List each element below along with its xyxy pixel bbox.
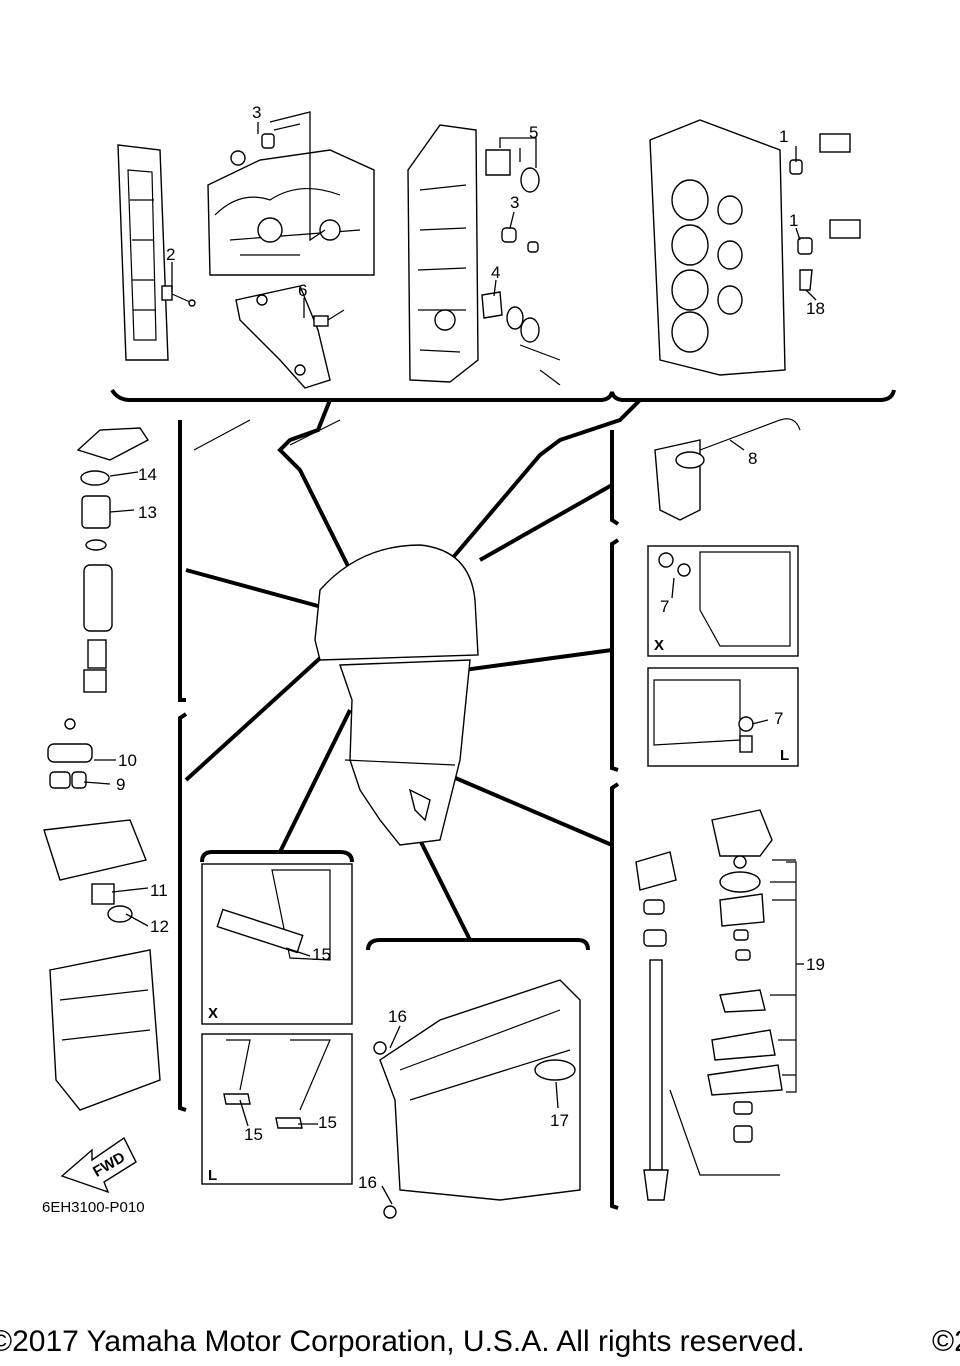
callout-9: 9 [116,775,125,794]
forward-arrow-icon [60,1136,137,1194]
copyright-text: ©2017 Yamaha Motor Corporation, U.S.A. A… [0,1325,805,1358]
lower-unit [373,979,581,1219]
exhaust-gasket [117,144,196,361]
callout-leaders [83,111,817,1205]
callout-5: 5 [529,123,538,142]
vapor-separator [43,718,161,1111]
callout-10: 10 [118,751,137,770]
inset-tag-l-right: L [780,747,789,764]
callout-14: 14 [138,465,157,484]
water-pump [707,809,797,1143]
callout-16-upper: 16 [388,1007,407,1026]
inset-tag-x-right: X [654,637,664,654]
callout-13: 13 [138,503,157,522]
callout-4: 4 [491,263,500,282]
callout-1-lower: 1 [789,211,798,230]
callout-16-lower: 16 [358,1173,377,1192]
inset-x-left [201,863,353,1025]
side-brackets [178,420,620,1210]
callout-2: 2 [166,245,175,264]
callout-15-l-right: 15 [318,1113,337,1132]
cylinder-head [649,119,861,376]
callout-11: 11 [150,881,168,900]
callout-15-x: 15 [312,945,331,964]
oil-filter-stack [76,427,150,693]
inset-x-right [647,545,799,657]
callout-6: 6 [298,281,307,300]
callout-1-upper: 1 [779,127,788,146]
water-pump-shaft [635,851,780,1201]
callout-19: 19 [806,955,825,974]
exhaust-cover [407,124,561,386]
callout-3-upper: 3 [252,103,261,122]
inset-l-left [201,1033,353,1185]
callout-15-l-left: 15 [244,1125,263,1144]
callout-3-lower: 3 [510,193,519,212]
callout-17: 17 [550,1111,569,1130]
callout-7-lower: 7 [774,709,783,728]
thermostat-assembly [654,418,801,521]
callout-12: 12 [150,917,169,936]
top-bracket [110,388,896,402]
engine-cover-plate [235,285,345,389]
inset-tag-x-left: X [208,1005,218,1022]
inset-l-right [647,667,799,767]
copyright-footer: ©2017 Yamaha Motor Corporation, U.S.A. A… [0,1320,960,1366]
callout-18: 18 [806,299,825,318]
copyright-text-right: ©2 [932,1325,960,1358]
diagram-code: 6EH3100-P010 [42,1199,145,1216]
outboard-motor [314,544,479,846]
callout-7-upper: 7 [660,597,669,616]
engine-upper-block [207,123,375,276]
callout-8: 8 [748,449,757,468]
inset-tag-l-left: L [208,1167,217,1184]
